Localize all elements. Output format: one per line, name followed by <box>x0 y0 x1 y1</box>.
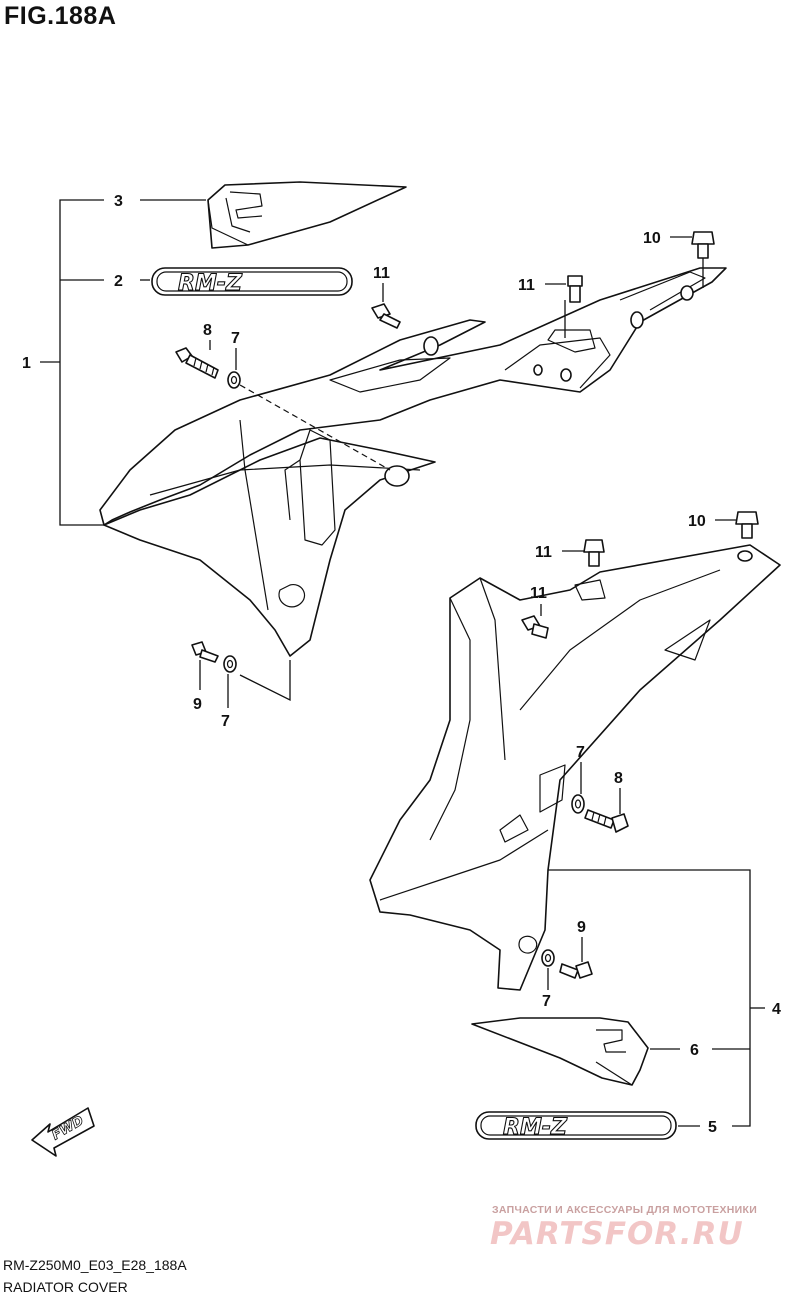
callout-11-upper-right: 11 <box>518 277 535 294</box>
washer-7-right-lower <box>541 949 555 967</box>
callout-1: 1 <box>22 355 31 372</box>
callout-9-right: 9 <box>577 919 586 936</box>
washer-7-right-upper <box>571 794 585 814</box>
washer-7-lower-left <box>223 655 237 673</box>
callout-2: 2 <box>114 273 123 290</box>
part-2-decal-upper: RM-Z <box>151 267 353 297</box>
radiator-shroud-right <box>369 544 781 991</box>
bolt-8-lower <box>584 809 629 833</box>
callout-8-lower: 8 <box>614 770 623 787</box>
callout-3: 3 <box>114 193 123 210</box>
fwd-arrow-icon: FWD <box>31 1107 95 1157</box>
watermark-caption: ЗАПЧАСТИ И АКСЕССУАРЫ ДЛЯ МОТОТЕХНИКИ <box>492 1204 758 1216</box>
bolt-9-right <box>559 961 593 979</box>
decal-text-lower: RM-Z <box>503 1115 568 1140</box>
callout-4: 4 <box>772 1001 781 1018</box>
callout-11-lower-upper: 11 <box>535 544 552 561</box>
callout-10-lower: 10 <box>688 513 706 530</box>
callout-10-upper: 10 <box>643 230 661 247</box>
washer-7-upper <box>227 371 241 389</box>
group-bracket-right <box>548 869 765 1127</box>
bolt-11-lower-upper <box>583 539 605 567</box>
bolt-11-lower-lower <box>521 615 549 639</box>
bolt-11-upper-right <box>567 275 583 303</box>
callout-8-upper: 8 <box>203 322 212 339</box>
callout-6: 6 <box>690 1042 699 1059</box>
bolt-9-lower-left <box>191 641 219 663</box>
callout-9-left: 9 <box>193 696 202 713</box>
callout-7-right-lower: 7 <box>542 993 551 1010</box>
group-bracket-left <box>40 199 104 526</box>
figure-title: FIG.188A <box>4 2 117 30</box>
bolt-10-lower <box>735 511 759 539</box>
decal-text-upper: RM-Z <box>178 271 243 296</box>
callout-7-lower-left: 7 <box>221 713 230 730</box>
bolt-11-upper-left <box>371 303 401 329</box>
part-3-emblem-plate <box>207 181 407 249</box>
callout-11-upper-left: 11 <box>373 265 390 282</box>
bolt-10-upper <box>691 231 715 259</box>
watermark-logo: PARTSFOR.RU <box>490 1216 744 1252</box>
callout-5: 5 <box>708 1119 717 1136</box>
part-6-emblem-plate <box>471 1017 649 1086</box>
part-5-decal-lower: RM-Z <box>475 1111 677 1141</box>
bolt-8-upper <box>175 347 219 379</box>
callout-11-lower-lower: 11 <box>530 585 547 602</box>
diagram-name: RADIATOR COVER <box>3 1279 128 1295</box>
radiator-shroud-left <box>99 267 727 657</box>
diagram-code: RM-Z250M0_E03_E28_188A <box>3 1257 187 1273</box>
callout-7-right-upper: 7 <box>576 744 585 761</box>
callout-7-upper: 7 <box>231 330 240 347</box>
